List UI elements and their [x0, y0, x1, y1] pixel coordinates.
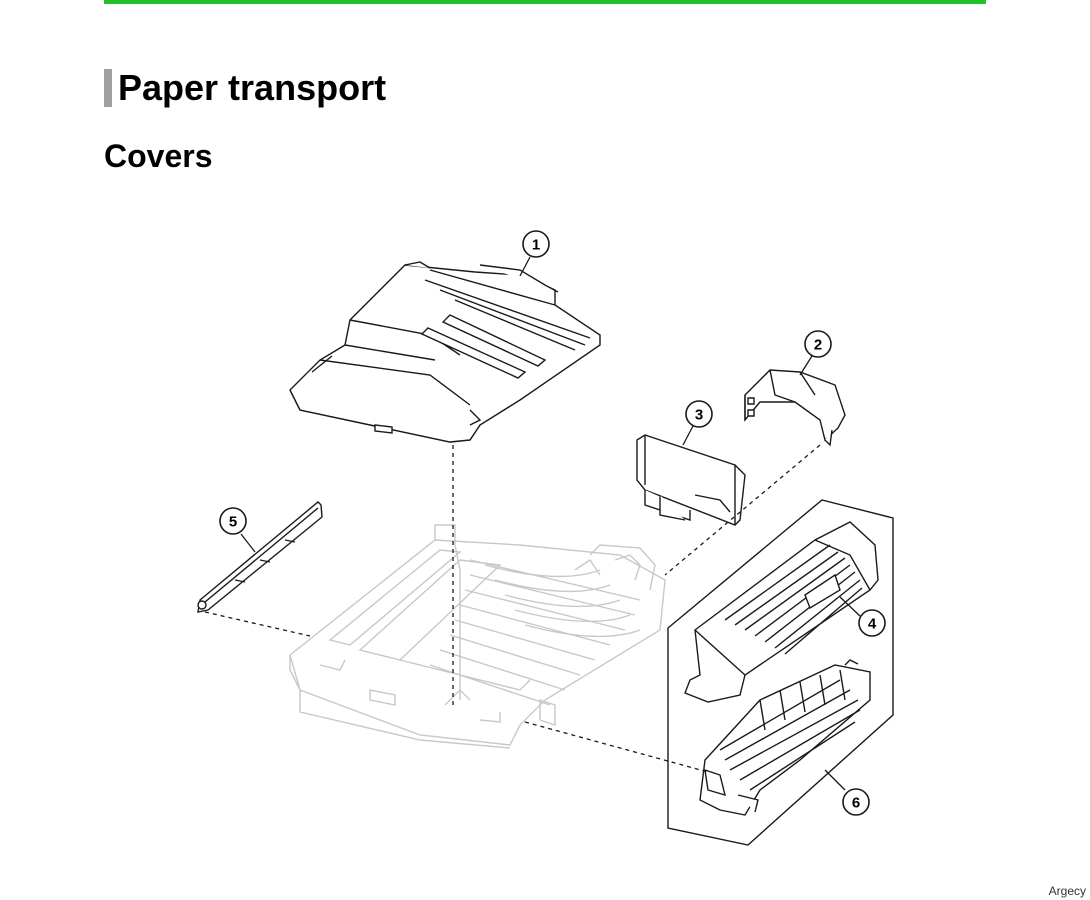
subsection-title: Covers — [104, 138, 213, 174]
part-4-duplex-cover — [684, 521, 879, 703]
callout-2: 2 — [804, 330, 832, 358]
callout-4: 4 — [858, 609, 886, 637]
footer-brand: Argecy — [1048, 884, 1086, 898]
callout-5: 5 — [219, 507, 247, 535]
callout-leaders — [240, 256, 861, 791]
heading-bar — [104, 69, 112, 107]
base-chassis — [289, 524, 666, 749]
assembly-lines — [204, 444, 821, 773]
top-rule — [104, 0, 986, 4]
section-heading: Paper transport — [104, 68, 386, 108]
part-2-rear-cover — [744, 369, 846, 447]
callout-1: 1 — [522, 230, 550, 258]
callout-1-label: 1 — [532, 237, 540, 254]
callout-5-label: 5 — [229, 514, 237, 531]
part-6-duplex-unit — [699, 659, 871, 816]
callout-6-label: 6 — [852, 795, 860, 812]
section-title: Paper transport — [118, 67, 387, 108]
part-5-guide-rail — [197, 501, 323, 613]
callout-4-label: 4 — [868, 616, 877, 633]
callout-3: 3 — [685, 400, 713, 428]
parts-4-6-group-box — [667, 499, 894, 846]
callout-3-label: 3 — [695, 407, 703, 424]
callout-2-label: 2 — [814, 337, 822, 354]
part-3-side-cover — [636, 434, 746, 526]
callout-6: 6 — [842, 788, 870, 816]
part-1-output-tray — [289, 261, 601, 443]
